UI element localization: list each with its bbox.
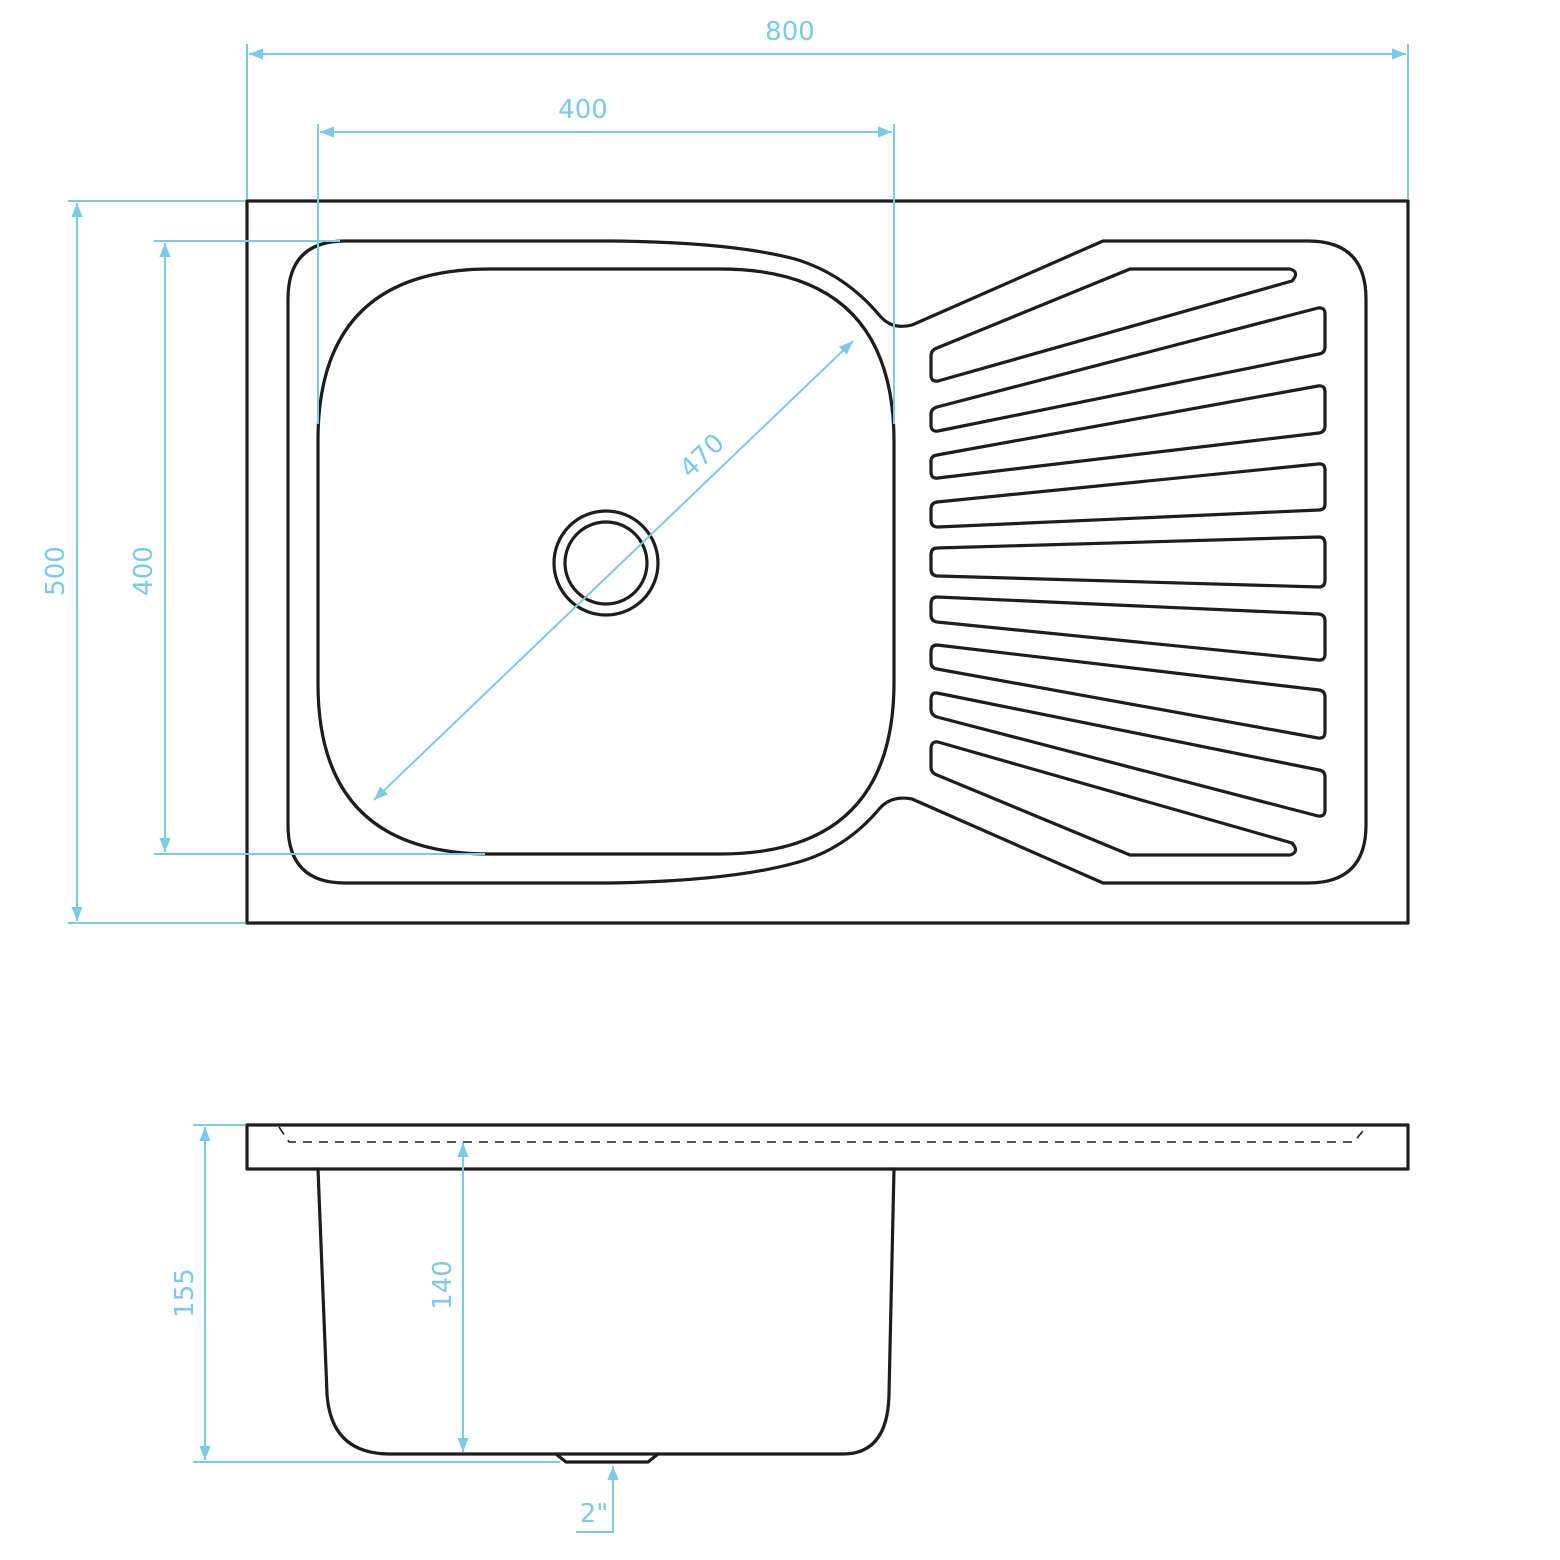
dimension-overall-depth: 500 [41, 200, 245, 924]
bowl-profile [316, 1167, 896, 1456]
dimension-label-overall-width: 800 [765, 17, 815, 47]
countertop-profile [245, 1123, 1410, 1171]
dimension-label-bowl-diagonal: 470 [674, 428, 731, 484]
drainer-groove [929, 643, 1327, 740]
drain-inner-ring [563, 520, 649, 606]
dimension-label-bowl-depth: 400 [129, 546, 159, 596]
dimension-label-total-height: 155 [170, 1268, 200, 1318]
dimension-label-bowl-width: 400 [558, 95, 608, 125]
dimension-drain-size: 2" [576, 1466, 619, 1533]
dimension-bowl-diagonal: 470 [373, 340, 854, 801]
dimension-label-bowl-height: 140 [428, 1260, 458, 1310]
dimension-overall-width: 800 [246, 17, 1409, 199]
sink-inner-rim [286, 239, 1368, 885]
top-view: 800 400 500 400 470 [41, 17, 1410, 925]
drain-outlet-profile [554, 1452, 660, 1464]
drainer-grooves [929, 267, 1327, 857]
rim-inner-dashed-line [278, 1126, 1367, 1143]
sink-outer-frame [245, 199, 1410, 925]
sink-bowl [316, 267, 896, 856]
drainer-groove [929, 462, 1327, 529]
drainer-groove [929, 691, 1327, 818]
side-view: 155 140 2" [170, 1123, 1410, 1533]
dimension-label-overall-depth: 500 [41, 546, 71, 596]
drain-outer-ring [552, 509, 660, 617]
dimension-bowl-height: 140 [428, 1143, 469, 1452]
dimension-label-drain-size: 2" [580, 1499, 609, 1529]
drainer-groove [929, 384, 1327, 480]
dimension-bowl-width: 400 [317, 95, 895, 424]
dimension-total-height: 155 [170, 1124, 560, 1463]
drainer-groove [929, 535, 1327, 589]
drainer-groove [929, 740, 1298, 857]
drainer-groove [929, 595, 1327, 662]
drainer-groove [929, 306, 1327, 433]
dimension-bowl-depth: 400 [129, 240, 485, 855]
drainer-groove [929, 267, 1298, 383]
